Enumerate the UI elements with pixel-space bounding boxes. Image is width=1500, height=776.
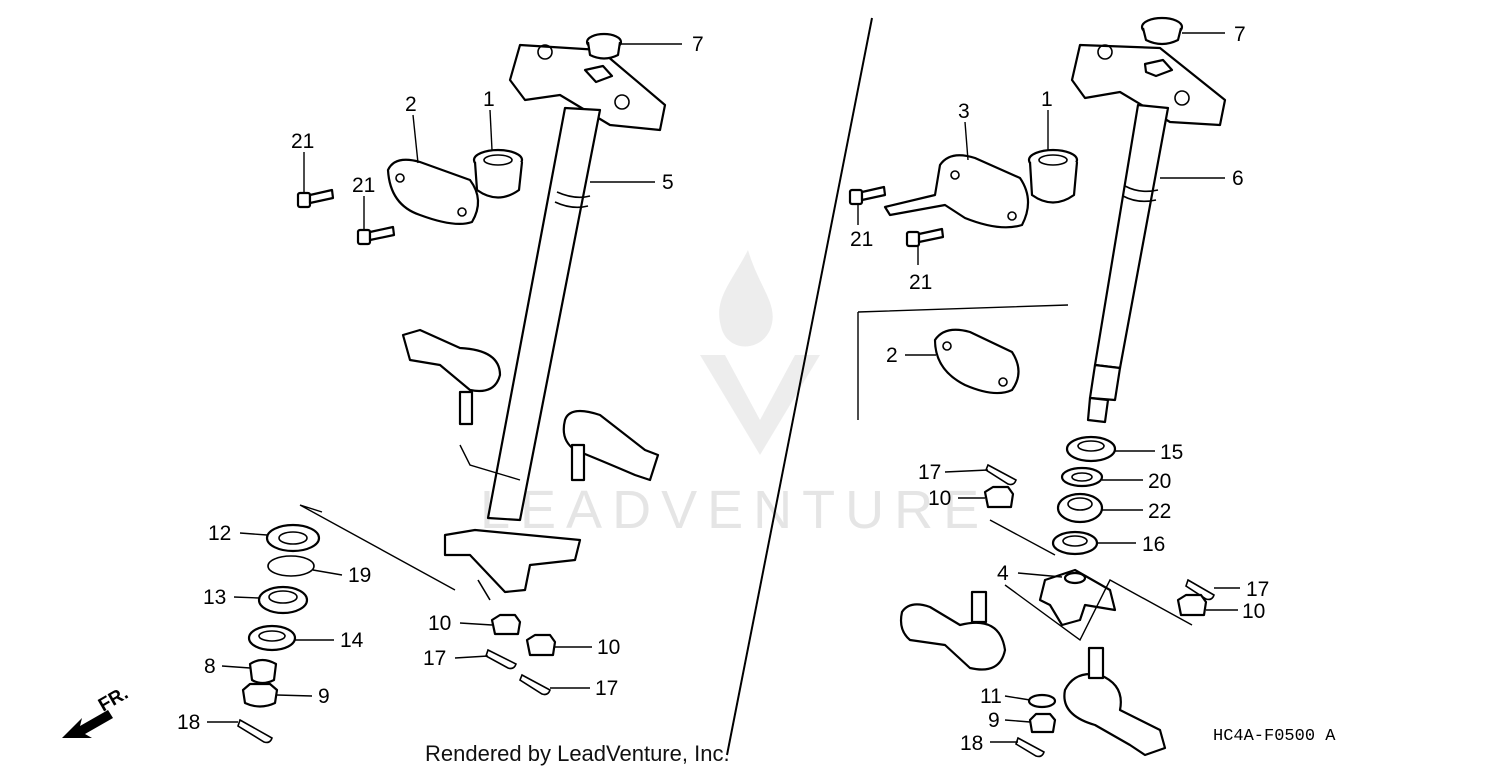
callout-left-13: 13 [203, 586, 226, 609]
callout-right-17b: 17 [1246, 578, 1269, 601]
callout-right-10a: 10 [928, 487, 951, 510]
callout-right-11: 11 [980, 685, 1002, 708]
callout-right-20: 20 [1148, 470, 1171, 493]
callout-right-21a: 21 [850, 228, 873, 251]
washer-20 [1060, 466, 1104, 488]
callout-right-9: 9 [988, 709, 1000, 732]
holder-2 [386, 158, 480, 225]
left-leader-lines [207, 43, 682, 723]
callout-right-3: 3 [958, 100, 970, 123]
tie-rod-end-right [562, 409, 660, 482]
bearing-13 [257, 585, 309, 615]
callout-left-9: 9 [318, 685, 330, 708]
cotter-pin-17-b [519, 673, 551, 696]
callout-right-22: 22 [1148, 500, 1171, 523]
steering-shaft-6 [1070, 43, 1227, 424]
cap-7 [585, 32, 623, 60]
nut-9-r [1028, 712, 1057, 734]
left-callouts: 7 1 2 5 21 21 12 19 13 14 8 9 18 10 10 1… [177, 33, 704, 734]
watermark-text: LEADVENTURE [480, 480, 989, 540]
callout-left-5: 5 [662, 171, 674, 194]
tie-rod-end-r-right [1063, 646, 1167, 757]
callout-left-17a: 17 [423, 647, 446, 670]
divider-line [726, 17, 873, 756]
seal-16 [1051, 530, 1099, 556]
callout-left-21a: 21 [291, 130, 314, 153]
right-callouts: 7 1 3 6 21 21 2 15 17 20 10 22 16 4 17 1… [850, 23, 1269, 755]
front-label: FR. [95, 683, 132, 716]
nut-10-r-b [1176, 593, 1208, 617]
tie-rod-end-left [401, 328, 502, 426]
callout-right-7: 7 [1234, 23, 1246, 46]
callout-left-7: 7 [692, 33, 704, 56]
callout-left-21b: 21 [352, 174, 375, 197]
bolt-21-r-a [848, 185, 887, 206]
callout-left-17b: 17 [595, 677, 618, 700]
bolt-21-a [296, 188, 335, 209]
callout-right-4: 4 [997, 562, 1009, 585]
callout-left-10b: 10 [597, 636, 620, 659]
bearing-15 [1065, 435, 1117, 463]
nut-10-r-a [983, 485, 1015, 509]
diagram-code: HC4A-F0500 A [1213, 727, 1336, 746]
bushing-1-r [1027, 148, 1079, 204]
callout-left-18: 18 [177, 711, 200, 734]
front-direction-arrow: FR. [62, 683, 132, 738]
callout-right-1: 1 [1041, 88, 1053, 111]
washer-11 [1027, 693, 1057, 709]
collar-8 [248, 658, 278, 685]
holder-3 [883, 154, 1030, 229]
callout-right-10b: 10 [1242, 600, 1265, 623]
callout-left-8: 8 [204, 655, 216, 678]
nut-9 [241, 682, 279, 708]
bolt-21-r-b [905, 227, 945, 248]
nut-10-b [525, 633, 557, 657]
cotter-pin-18-r [1015, 736, 1045, 758]
callout-right-21b: 21 [909, 271, 932, 294]
cap-7-r [1140, 16, 1184, 46]
callout-left-19: 19 [348, 564, 371, 587]
cotter-pin-18 [237, 718, 273, 744]
callout-left-1: 1 [483, 88, 495, 111]
bearing-12 [265, 523, 321, 553]
callout-right-6: 6 [1232, 167, 1244, 190]
left-assembly [237, 32, 667, 744]
circlip-19 [267, 555, 315, 577]
watermark: LEADVENTURE [480, 250, 989, 540]
seal-14 [247, 624, 297, 652]
callout-right-2: 2 [886, 344, 898, 367]
right-leader-lines [857, 32, 1240, 743]
tie-rod-end-r-left [899, 590, 1007, 671]
bushing-1 [472, 148, 524, 199]
callout-right-17a: 17 [918, 461, 941, 484]
callout-left-10a: 10 [428, 612, 451, 635]
right-assembly [848, 16, 1227, 758]
cotter-pin-17-r-a [985, 463, 1017, 486]
cotter-pin-17-a [485, 648, 517, 670]
callout-left-12: 12 [208, 522, 231, 545]
callout-right-18: 18 [960, 732, 983, 755]
steering-shaft-5 [443, 43, 667, 601]
footer-credit: Rendered by LeadVenture, Inc. [425, 741, 730, 766]
callout-left-2: 2 [405, 93, 417, 116]
callout-left-14: 14 [340, 629, 364, 652]
pitman-arm-4 [1038, 568, 1117, 627]
nut-10-a [490, 613, 522, 636]
bearing-22 [1056, 492, 1104, 524]
callout-right-16: 16 [1142, 533, 1165, 556]
cotter-pin-17-r-b [1185, 578, 1215, 601]
callout-right-15: 15 [1160, 441, 1183, 464]
bolt-21-b [356, 225, 396, 246]
holder-2-r [857, 304, 1069, 420]
